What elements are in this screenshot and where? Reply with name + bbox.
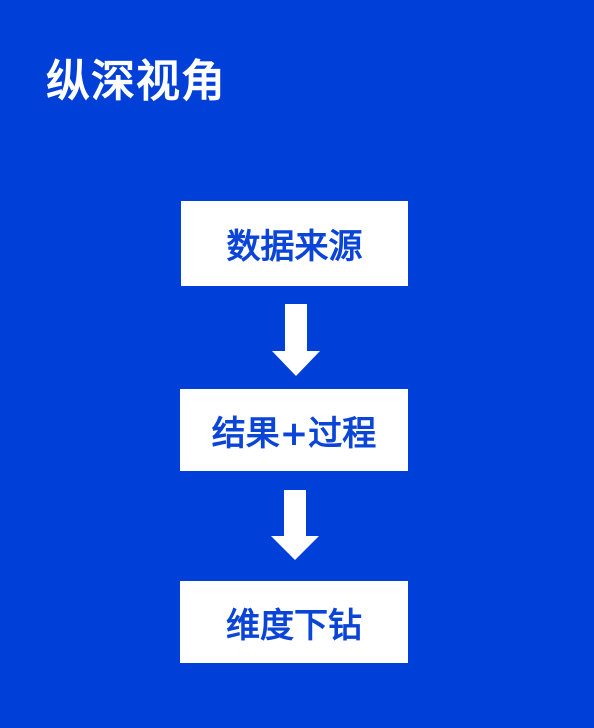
flow-step-label: 维度下钻 — [226, 605, 362, 646]
flow-step-data-source: 数据来源 — [181, 201, 408, 286]
down-arrow-icon — [272, 304, 320, 376]
flow-step-result-process: 结果+过程 — [180, 389, 408, 471]
flow-step-label: 数据来源 — [226, 227, 363, 267]
flow-step-label: 结果+过程 — [211, 413, 377, 454]
page-title: 纵深视角 — [46, 56, 226, 107]
down-arrow-icon — [271, 490, 319, 560]
flow-step-dimension-drilldown: 维度下钻 — [180, 581, 408, 663]
